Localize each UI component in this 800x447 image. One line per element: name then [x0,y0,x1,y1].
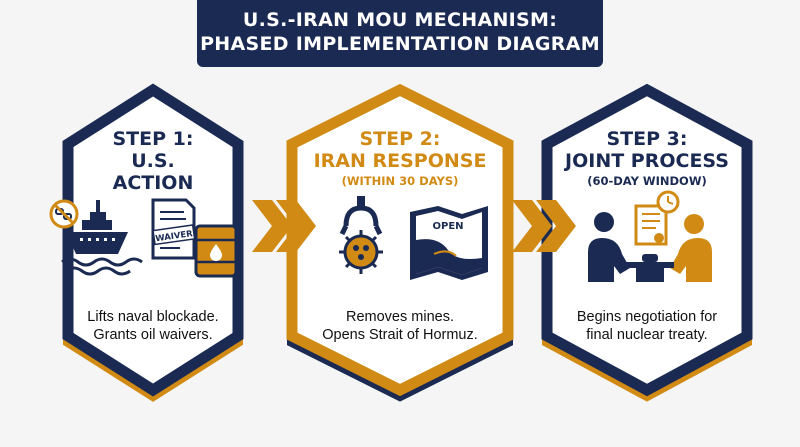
step-3-description-line-1: Begins negotiation for [576,309,718,325]
clock-icon [656,190,680,214]
step-3-number: STEP 3: [606,128,688,150]
step-2-description: Removes mines. Opens Strait of Hormuz. [305,308,495,344]
step-1-description-line-1: Lifts naval blockade. [87,309,219,325]
waiver-document-icon: WAIVER [151,198,196,260]
page-title: U.S.-IRAN MOU MECHANISM: PHASED IMPLEMEN… [197,0,603,67]
step-1-name: U.S. ACTION [112,150,194,194]
map-open-label: OPEN [432,221,463,232]
step-1-description: Lifts naval blockade. Grants oil waivers… [72,308,234,344]
step-1-number: STEP 1: [112,128,194,150]
step-3-description-line-2: final nuclear treaty. [586,327,708,343]
step-2-number: STEP 2: [359,128,441,150]
step-3-description: Begins negotiation for final nuclear tre… [558,308,736,344]
arrow-icon-2-to-3 [512,200,576,252]
step-2-description-line-1: Removes mines. [346,309,454,325]
title-line-1: U.S.-IRAN MOU MECHANISM: [242,9,558,31]
step-1-description-line-2: Grants oil waivers. [93,327,213,343]
strait-map-icon: OPEN [410,206,488,280]
step-3-name: JOINT PROCESS [565,150,729,172]
mine-removal-claw-icon [339,196,383,274]
step-2-hexagon [286,83,514,402]
step-2-name: IRAN RESPONSE [313,150,487,172]
step-2-description-line-2: Opens Strait of Hormuz. [322,327,478,343]
step-2-heading: STEP 2: IRAN RESPONSE (WITHIN 30 DAYS) [310,128,490,189]
step-1-heading: STEP 1: U.S. ACTION [88,128,218,194]
no-blockade-icon [49,199,79,229]
step-2-subtitle: (WITHIN 30 DAYS) [341,174,459,188]
title-line-2: PHASED IMPLEMENTATION DIAGRAM [200,33,600,55]
step-3-subtitle: (60-DAY WINDOW) [587,174,707,188]
warship-icon [61,200,143,276]
arrow-icon-1-to-2 [252,200,316,252]
treaty-document-icon [634,204,668,246]
step-3-heading: STEP 3: JOINT PROCESS (60-DAY WINDOW) [562,128,732,189]
oil-barrel-icon [194,224,238,278]
negotiators-icon [588,212,712,282]
